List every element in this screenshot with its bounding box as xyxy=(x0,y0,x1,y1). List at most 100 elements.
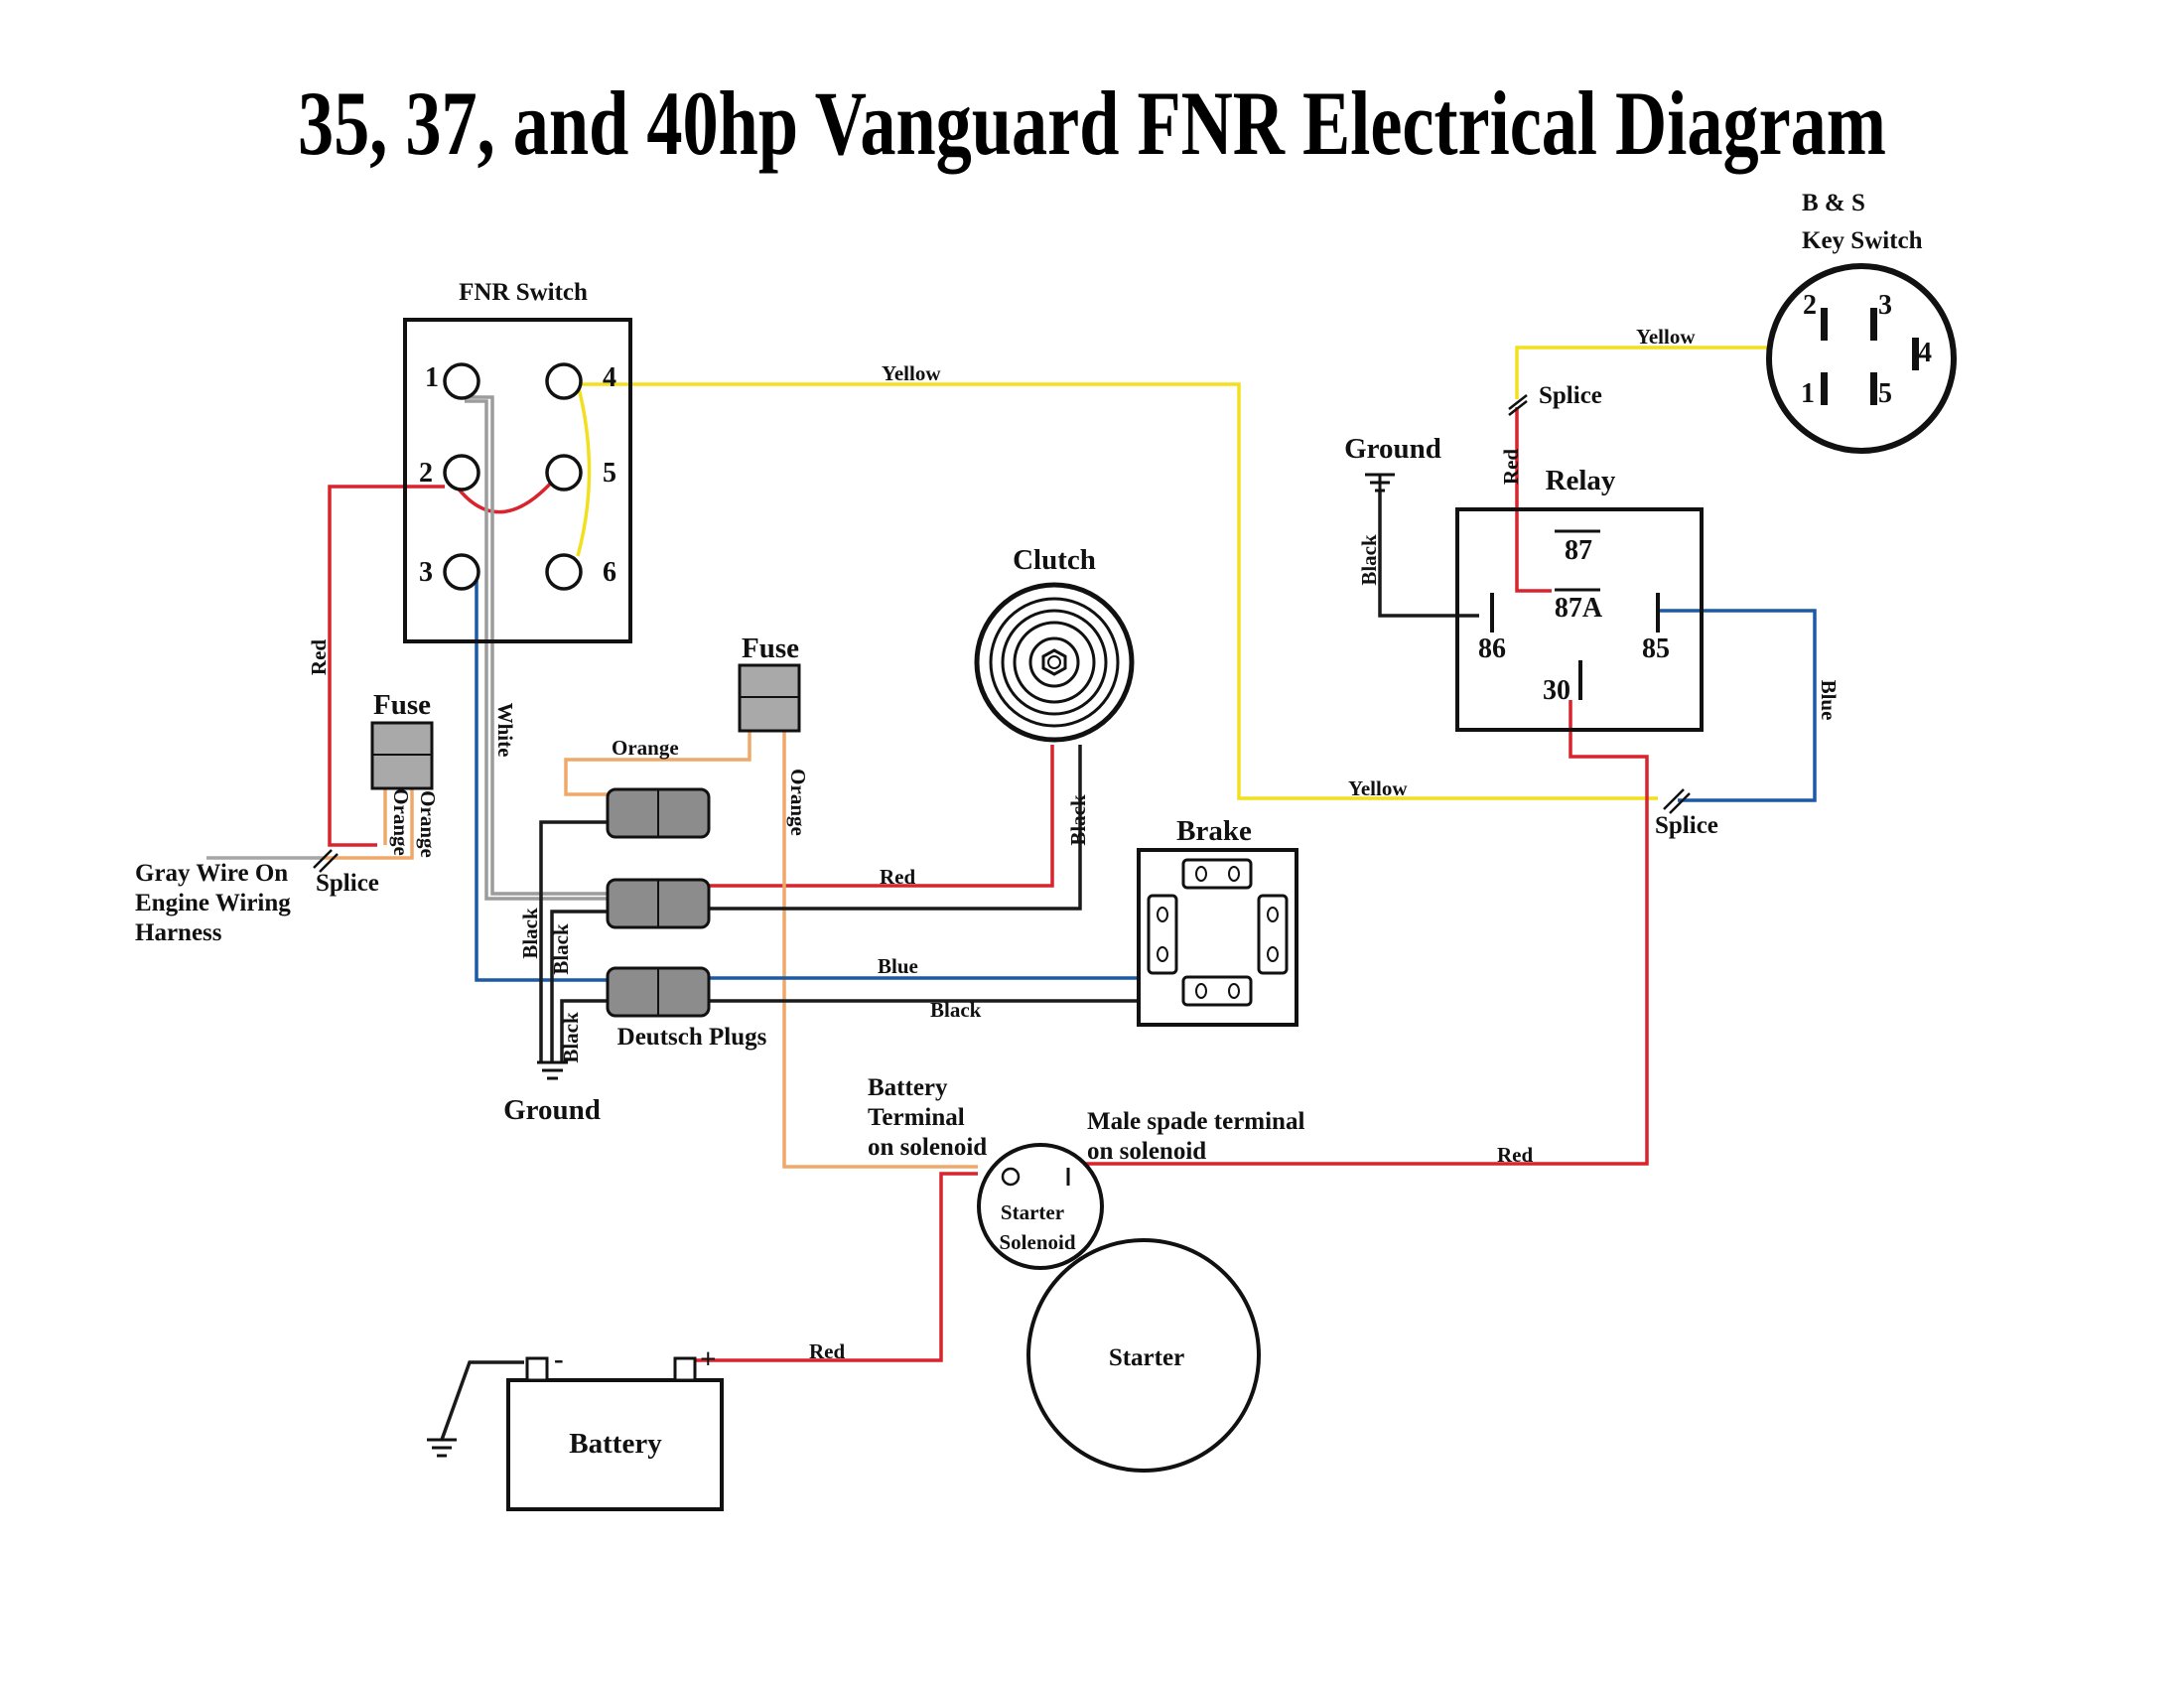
wire-label-yellow-top: Yellow xyxy=(882,361,941,385)
key-switch-pin-5-blade xyxy=(1870,372,1877,405)
ground-left-label: Ground xyxy=(503,1094,601,1126)
splice-mark-right-1 xyxy=(1663,788,1685,810)
splice-marks xyxy=(313,394,1691,873)
fnr-switch: FNR Switch 1 2 3 4 5 6 xyxy=(403,279,632,643)
wire-label-red-battery: Red xyxy=(809,1339,845,1363)
relay: Relay 87 87A 86 85 30 xyxy=(1455,465,1704,732)
wire-label-black-ground-2: Black xyxy=(549,923,573,975)
red-wire-clutch xyxy=(707,745,1054,888)
brake-pad-top xyxy=(1181,858,1253,890)
fnr-pin-4-terminal xyxy=(545,362,583,400)
clutch-hex-nut xyxy=(1041,648,1067,676)
clutch-ring-2 xyxy=(989,597,1120,728)
starter-label: Starter xyxy=(1109,1344,1184,1371)
black-wire-ground-3 xyxy=(560,999,608,1062)
splice-mark-top-2 xyxy=(1508,400,1528,416)
wire-label-yellow-key: Yellow xyxy=(1636,325,1696,349)
brake-pad-bottom xyxy=(1181,975,1253,1007)
fuse-center: Fuse xyxy=(738,633,801,733)
starter-body xyxy=(1026,1238,1261,1473)
splice-mark-left-2 xyxy=(319,853,339,873)
fnr-pin-1: 1 xyxy=(425,362,439,393)
solenoid-label-line1: Starter xyxy=(1001,1200,1064,1224)
battery-terminal-note-line2: Terminal xyxy=(868,1104,965,1131)
fnr-pin-3: 3 xyxy=(419,557,433,588)
key-switch-body xyxy=(1766,263,1957,454)
fuse-left-label: Fuse xyxy=(373,689,431,721)
fnr-pin-1-terminal xyxy=(443,362,480,400)
brake-body xyxy=(1137,848,1298,1027)
splice-label-top: Splice xyxy=(1539,382,1602,409)
fnr-pin-6: 6 xyxy=(603,557,616,588)
wire-label-blue-relay-vertical: Blue xyxy=(1817,680,1841,721)
key-switch-pin-5: 5 xyxy=(1878,378,1892,409)
gray-wire-note-line2: Engine Wiring xyxy=(135,890,291,916)
fnr-pin-3-terminal xyxy=(443,553,480,591)
brake-bolt-7 xyxy=(1267,907,1279,922)
fnr-pin-5-terminal xyxy=(545,454,583,492)
male-spade-note-line1: Male spade terminal xyxy=(1087,1108,1304,1135)
wire-label-red-left-vertical: Red xyxy=(307,639,331,675)
key-switch-pin-1-blade xyxy=(1821,372,1828,405)
fnr-pin-2: 2 xyxy=(419,458,433,489)
deutsch-plugs: Deutsch Plugs xyxy=(606,787,767,1051)
key-switch-label-line2: Key Switch xyxy=(1802,227,1923,254)
relay-label: Relay xyxy=(1546,465,1616,496)
red-wire-battery xyxy=(683,1172,978,1362)
key-switch-pin-3-blade xyxy=(1870,308,1877,341)
wire-label-black-clutch: Black xyxy=(1066,794,1090,846)
battery-terminal-note-line3: on solenoid xyxy=(868,1134,987,1161)
wire-label-orange-plug: Orange xyxy=(612,736,679,760)
brake-bolt-2 xyxy=(1228,866,1240,882)
brake-pad-left xyxy=(1147,894,1178,975)
clutch: Clutch xyxy=(974,544,1135,743)
red-jumper-2-5 xyxy=(455,470,563,514)
wire-label-yellow-bottom: Yellow xyxy=(1348,776,1408,800)
wire-label-orange-vertical: Orange xyxy=(786,769,810,836)
fnr-pin-2-terminal xyxy=(443,454,480,492)
relay-pin-87: 87 xyxy=(1565,535,1592,566)
brake-bolt-3 xyxy=(1195,983,1207,999)
orange-wire-fuse-center-solenoid xyxy=(782,730,978,1169)
splice-mark-left-1 xyxy=(313,849,333,869)
black-wire-ground-2 xyxy=(550,910,608,1062)
clutch-ring-3 xyxy=(1001,609,1108,716)
wire-label-white-vertical: White xyxy=(493,703,517,758)
male-spade-note-line2: on solenoid xyxy=(1087,1138,1206,1165)
relay-pin-30: 30 xyxy=(1543,675,1570,706)
relay-pin-86: 86 xyxy=(1478,633,1506,664)
red-wire-fnr2 xyxy=(328,485,445,847)
key-switch-pin-2-blade xyxy=(1821,308,1828,341)
yellow-wire-fnr4 xyxy=(578,382,1658,800)
starter-solenoid: Starter Solenoid xyxy=(977,1143,1104,1270)
wire-label-red-spade: Red xyxy=(1497,1143,1533,1167)
key-switch-pin-4: 4 xyxy=(1918,338,1932,368)
deutsch-plugs-label: Deutsch Plugs xyxy=(617,1024,767,1051)
gray-wire-note-line3: Harness xyxy=(135,919,222,946)
clutch-ring-4 xyxy=(1013,621,1096,704)
solenoid-battery-terminal xyxy=(1001,1167,1021,1187)
black-wire-relay-86 xyxy=(1378,490,1479,618)
wire-labels: Yellow Yellow Yellow Red Red Red Orange … xyxy=(307,325,1841,1363)
red-wire-relay-87a xyxy=(1515,407,1552,593)
battery: - + Battery xyxy=(506,1343,724,1511)
black-wire-clutch xyxy=(707,745,1082,911)
orange-wire-fuse-left-b xyxy=(324,784,414,860)
fnr-pin-5: 5 xyxy=(603,458,616,489)
relay-pin-85: 85 xyxy=(1642,633,1670,664)
black-wire-ground-1 xyxy=(539,820,608,1062)
wire-label-black-brake: Black xyxy=(930,998,982,1022)
relay-body xyxy=(1455,507,1704,732)
wire-label-black-relay-vertical: Black xyxy=(1357,534,1381,586)
red-wire-relay-30 xyxy=(1062,700,1649,1166)
fnr-pin-4: 4 xyxy=(603,362,616,393)
brake: Brake xyxy=(1137,815,1298,1027)
brake-bolt-5 xyxy=(1157,907,1168,922)
battery-neg-label: - xyxy=(554,1343,564,1375)
key-switch-pin-3: 3 xyxy=(1878,290,1892,321)
fnr-pin-6-terminal xyxy=(545,553,583,591)
ground-battery xyxy=(427,1438,457,1458)
wires xyxy=(206,346,1901,1441)
brake-label: Brake xyxy=(1176,815,1252,847)
battery-terminal-note-line1: Battery xyxy=(868,1074,948,1101)
